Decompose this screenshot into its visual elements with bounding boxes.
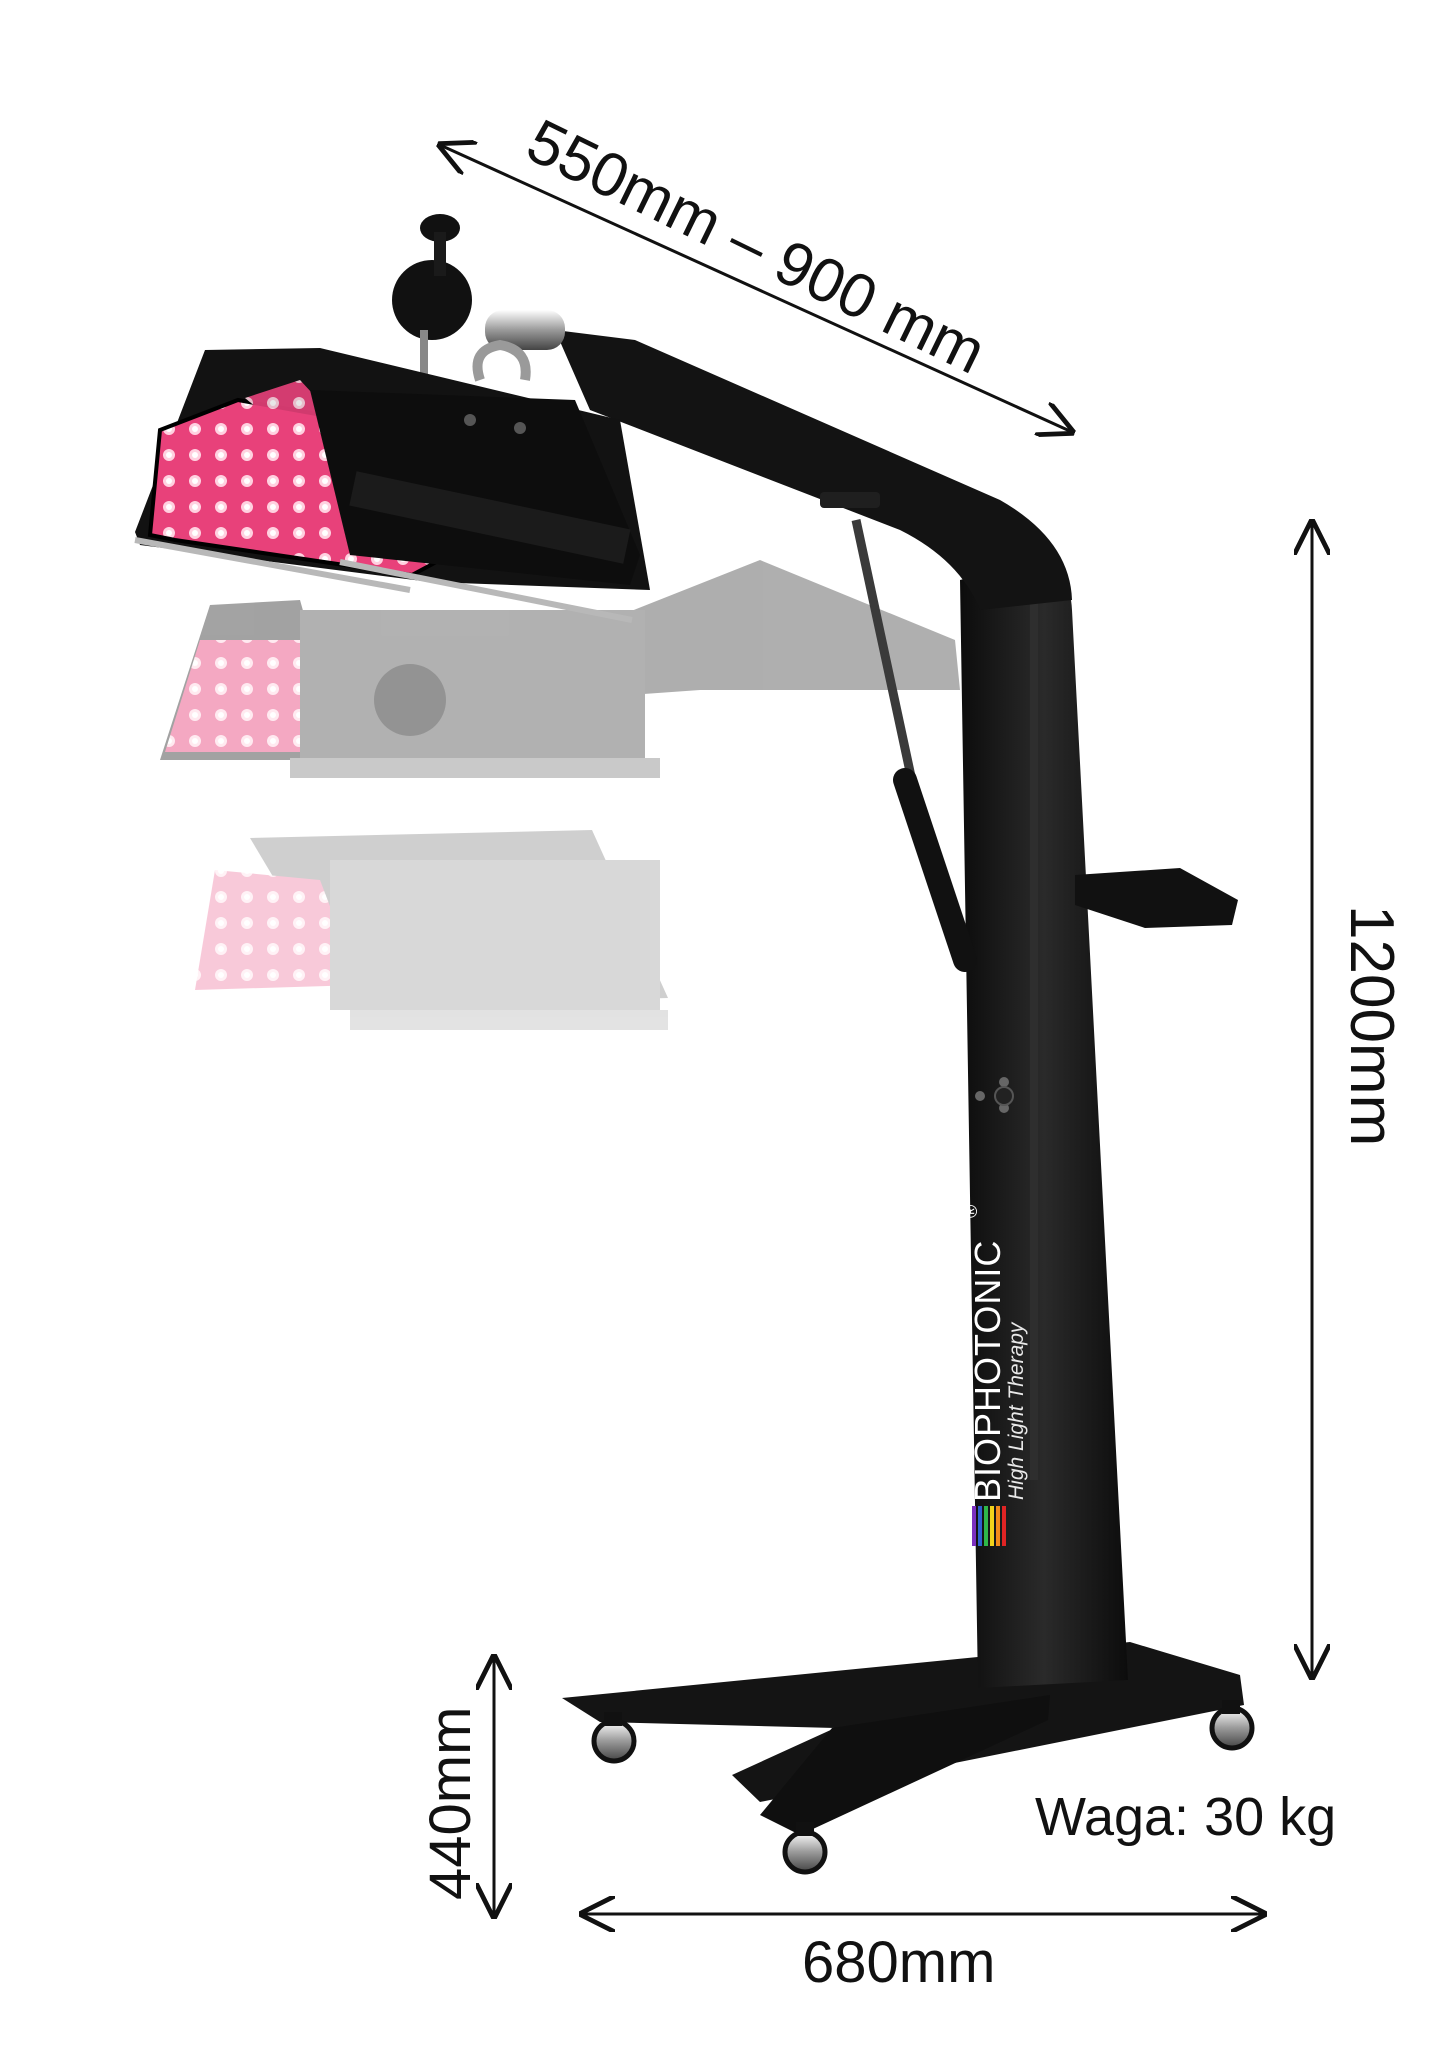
brand-stripe: [1002, 1506, 1006, 1546]
brand-stripe: [984, 1506, 988, 1546]
ghost-position-mid: [160, 560, 960, 778]
brand-stripe: [972, 1506, 976, 1546]
gas-spring: [851, 519, 977, 972]
dimension-arrow-arm: [440, 145, 1072, 432]
height-label: 1200mm: [1337, 905, 1406, 1147]
weight-label: Waga: 30 kg: [1035, 1787, 1337, 1847]
brand-stripe: [978, 1506, 982, 1546]
brand-tagline: High Light Therapy: [1005, 1322, 1028, 1500]
brand-stripe: [990, 1506, 994, 1546]
joint-knob: [392, 214, 531, 390]
lamp-column: [960, 560, 1128, 1688]
lamp-arm: [485, 310, 1072, 610]
base-height-label: 440mm: [418, 1706, 483, 1900]
side-handle: [1075, 868, 1238, 928]
ghost-position-low: [195, 830, 668, 1030]
lamp-head: [134, 348, 650, 623]
brand-stripe: [996, 1506, 1000, 1546]
brand-name: BIOPHOTONIC: [967, 1239, 1008, 1502]
brand-stripes: [972, 1506, 1006, 1546]
brand-registered-mark: ®: [961, 1204, 981, 1218]
base-width-label: 680mm: [802, 1930, 996, 1995]
